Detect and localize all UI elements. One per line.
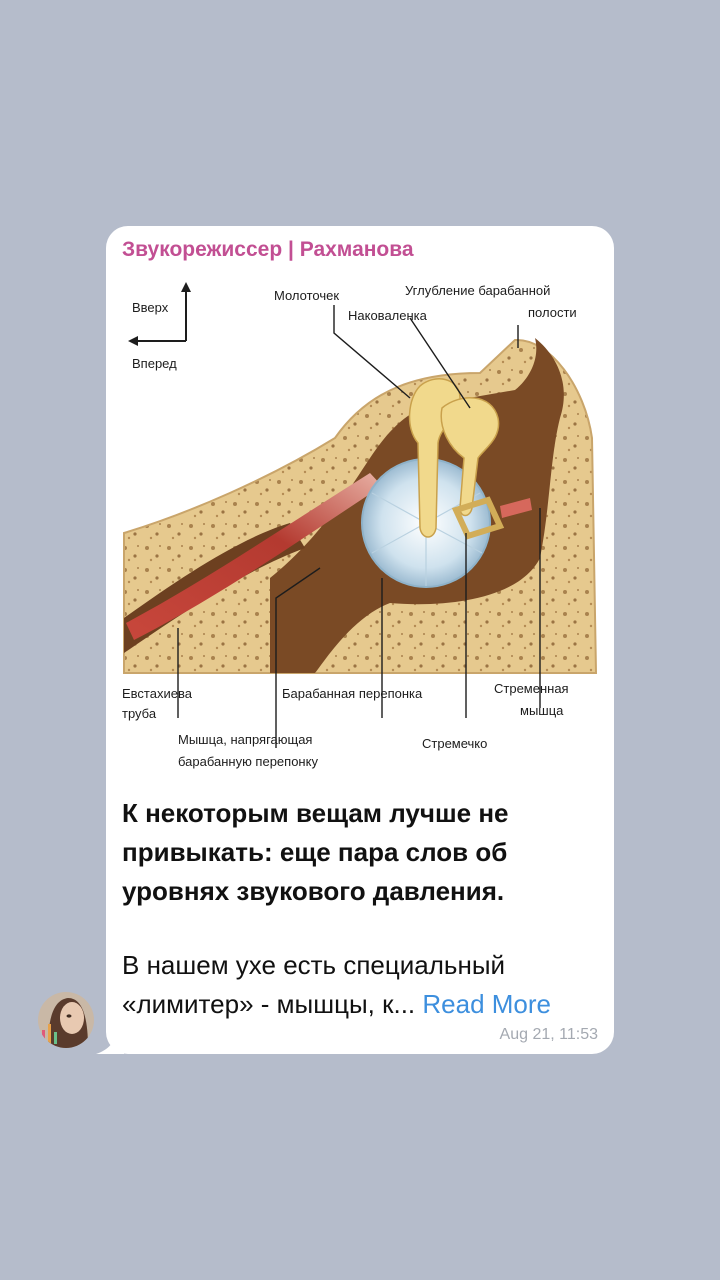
title-line-2: привыкать: еще пара слов об [122, 837, 508, 867]
tensor-tympani-muscle [126, 473, 382, 640]
user-avatar-photo[interactable] [38, 992, 94, 1048]
label-forward: Вперед [132, 356, 177, 371]
post-body: В нашем ухе есть специальный «лимитер» -… [122, 946, 606, 1024]
title-line-1: К некоторым вещам лучше не [122, 798, 509, 828]
label-up: Вверх [132, 300, 169, 315]
label-malleus: Молоточек [274, 288, 339, 303]
message-time: Aug 21, 11:53 [499, 1026, 598, 1043]
ear-anatomy-diagram[interactable]: Вверх Вперед Молоточек Наковаленка Углуб… [120, 278, 600, 780]
title-line-3: уровнях звукового давления. [122, 876, 505, 906]
body-line-2-wrap: «лимитер» - мышцы, к... Read More [122, 985, 606, 1024]
bubble-tail [96, 1030, 124, 1054]
read-more-link[interactable]: Read More [422, 989, 552, 1019]
body-line-1: В нашем ухе есть специальный [122, 950, 506, 980]
label-stapes: Стремечко [422, 736, 487, 751]
label-eustachian-1: Евстахиева [122, 686, 193, 701]
channel-name[interactable]: Звукорежиссер | Рахманова [122, 238, 414, 261]
stapedius-muscle [500, 498, 532, 518]
message-bubble[interactable]: Звукорежиссер | Рахманова [106, 226, 614, 1054]
stapes-bone [451, 496, 505, 540]
label-eustachian-2: труба [122, 706, 157, 721]
label-stapedius-2: мышца [520, 703, 564, 718]
body-line-2: «лимитер» - мышцы, к... [122, 989, 416, 1019]
label-recess-2: полости [528, 305, 577, 320]
label-eardrum: Барабанная перепонка [282, 686, 423, 701]
post-title: К некоторым вещам лучше не привыкать: ещ… [122, 794, 602, 911]
label-stapedius-1: Стременная [494, 681, 569, 696]
label-recess-1: Углубление барабанной [405, 283, 550, 298]
label-incus: Наковаленка [348, 308, 428, 323]
incus-bone [440, 397, 500, 517]
label-tensor-2: барабанную перепонку [178, 754, 318, 769]
label-tensor-1: Мышца, напрягающая [178, 732, 312, 747]
